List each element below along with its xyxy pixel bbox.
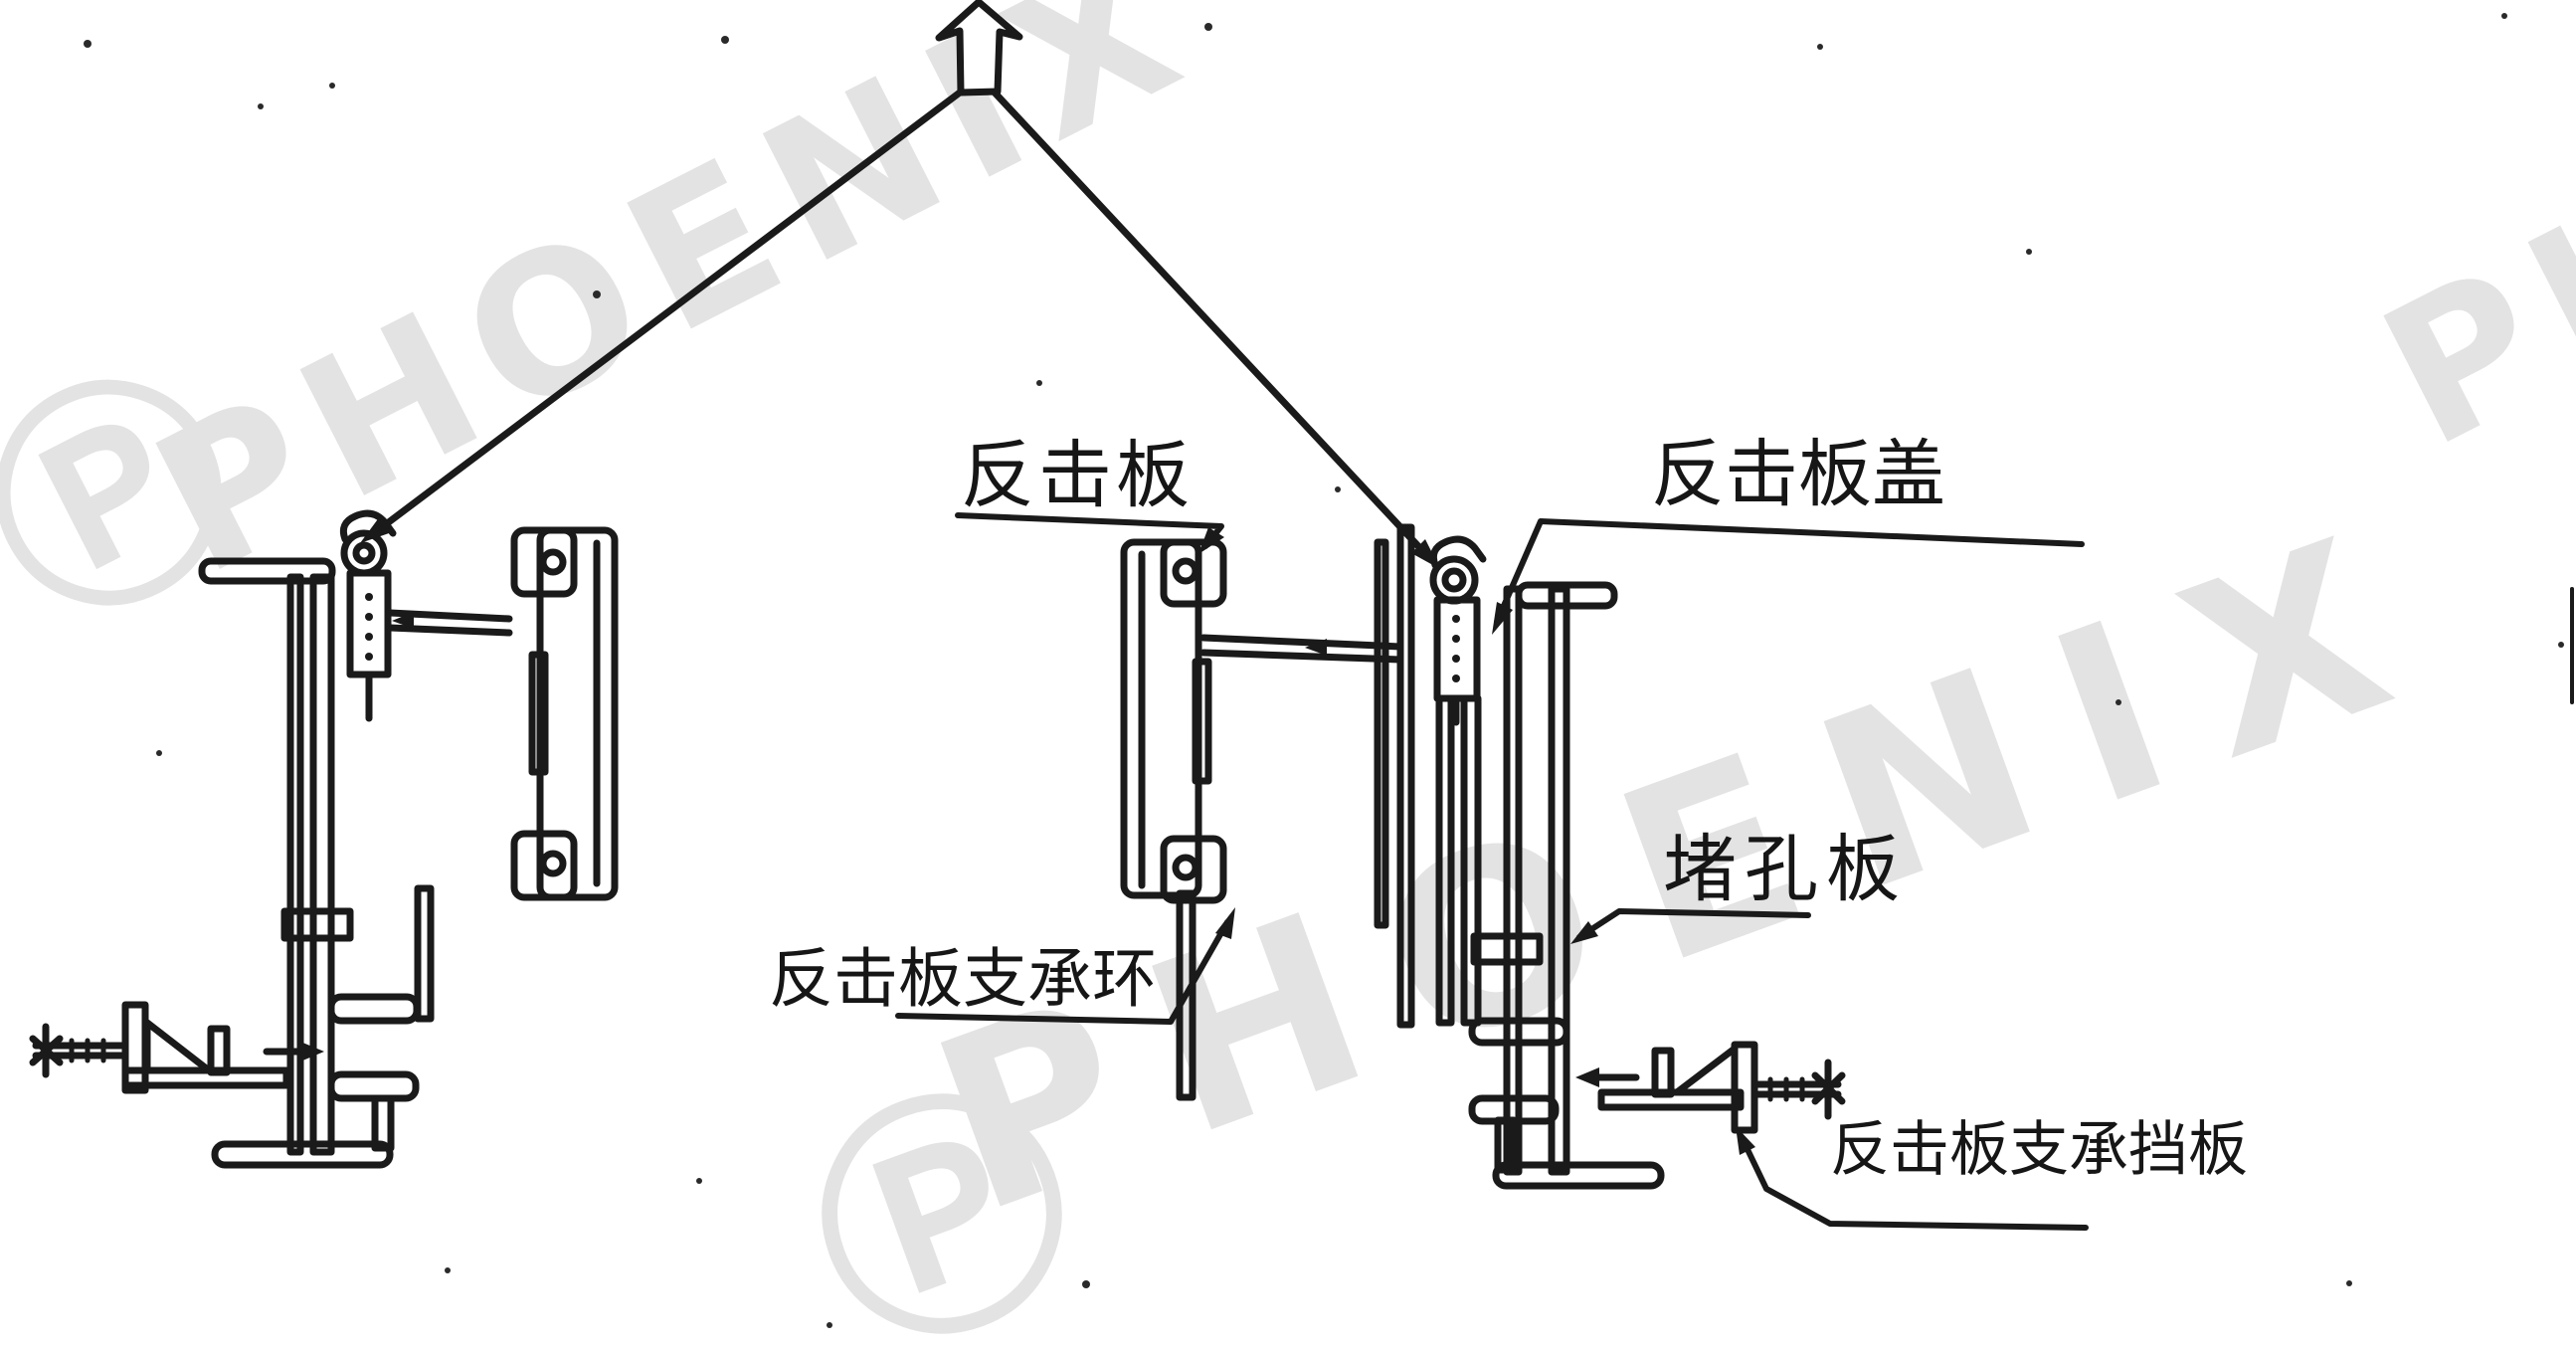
left-stud-arrowhead [300, 1042, 324, 1062]
right-upper-tab [1468, 1017, 1570, 1047]
left-stud-post [207, 1025, 231, 1076]
right-stud-flange [1731, 1041, 1758, 1134]
left-assembly [29, 509, 619, 1169]
right-stud-cross [1811, 1059, 1846, 1120]
right-cover-plate-front [1374, 538, 1389, 929]
right-impact-plate-bottom-tab [1160, 835, 1227, 904]
right-corner-bracket [1494, 1116, 1518, 1174]
left-stud-assembly [29, 1001, 324, 1094]
left-impact-plate-bottom-hook [539, 850, 567, 877]
leader-impact-plate-cover [1494, 518, 2085, 625]
left-impact-plate-bottom-tab [510, 830, 578, 901]
right-eyebolt-hook [1429, 535, 1487, 569]
right-stud-threads [1767, 1076, 1805, 1102]
leader-support-ring [895, 919, 1230, 1025]
leader-support-baffle [1741, 1138, 2089, 1231]
left-hanger-rod [414, 884, 435, 1023]
sling-line-right [991, 89, 1422, 550]
lift-up-arrow-icon [935, 0, 1023, 96]
right-stud-arrowhead [1575, 1067, 1599, 1087]
left-foot-bar [211, 1140, 394, 1169]
scan-specks [84, 13, 2507, 1328]
left-tie-rod-arrowhead [392, 612, 414, 629]
label-hole-blocking-plate: 堵孔板 [1663, 827, 1908, 912]
right-edge-speck [2558, 642, 2564, 648]
right-hanger-bar-a [1435, 694, 1455, 1027]
right-hanger-bar-b [1460, 694, 1482, 1027]
left-impact-plate-top-hook [539, 548, 567, 576]
left-impact-plate-top-tab [510, 526, 578, 598]
phoenix-watermark-text-partial: PHOENIX [2350, 0, 2576, 490]
right-impact-plate-top-hook [1172, 557, 1199, 585]
right-foot-bar [1492, 1161, 1665, 1190]
right-stud-assembly [1575, 1041, 1846, 1134]
leader-impact-plate-cover-arrowhead [1492, 602, 1513, 635]
left-stud-cross [29, 1023, 64, 1078]
left-stud-threads [69, 1038, 106, 1063]
right-cover-plate [1396, 523, 1415, 1029]
left-back-plate-inner [309, 573, 335, 1156]
right-stud-gusset [1673, 1045, 1739, 1096]
left-impact-plate-mid-edge [528, 651, 549, 776]
sling-line-left-arrowhead [360, 516, 392, 543]
right-shackle-holes [1452, 615, 1460, 682]
label-impact-plate: 反击板 [961, 433, 1194, 518]
right-eyebolt-ring [1429, 555, 1479, 605]
label-layer: 反击板 反击板盖 堵孔板 反击板支承环 反击板支承挡板 [769, 432, 2248, 1185]
right-impact-plate-bottom-hook [1172, 854, 1199, 881]
left-upper-tab [327, 993, 421, 1025]
lifting-arrow-group [360, 0, 1440, 569]
left-stud-gusset [143, 1019, 213, 1074]
right-collar-block [1470, 932, 1544, 966]
left-eyebolt-hole [352, 541, 376, 565]
sling-line-left [382, 89, 964, 528]
label-support-baffle: 反击板支承挡板 [1830, 1115, 2248, 1185]
right-tie-rod-arrowhead [1305, 639, 1327, 656]
left-impact-plate-body [536, 526, 619, 901]
right-shackle-strap [1433, 596, 1481, 702]
left-shackle-holes [365, 593, 373, 661]
right-back-plate-outer [1548, 585, 1570, 1176]
leader-hole-blocking-plate-arrowhead [1570, 921, 1598, 944]
leader-lines [895, 512, 2089, 1231]
right-stud-post [1651, 1047, 1675, 1098]
label-support-ring: 反击板支承环 [769, 942, 1157, 1017]
label-impact-plate-cover: 反击板盖 [1651, 432, 1945, 517]
right-impact-plate-mid-edge [1192, 658, 1212, 785]
left-top-rail [198, 557, 336, 585]
right-stud-base-bar [1597, 1088, 1745, 1111]
leader-support-baffle-arrowhead [1736, 1126, 1755, 1155]
right-impact-plate-top-tab [1160, 538, 1227, 608]
left-lower-tab [327, 1070, 420, 1102]
leader-impact-plate-arrowhead [1198, 527, 1224, 554]
drawing-layer [29, 0, 2574, 1328]
sling-line-right-arrowhead [1411, 539, 1440, 569]
leader-support-ring-arrowhead [1215, 907, 1235, 939]
right-eyebolt-hole [1441, 567, 1467, 593]
right-assembly [1120, 523, 1846, 1190]
left-collar-block [280, 907, 354, 942]
left-back-plate-outer [286, 573, 304, 1156]
right-tie-rod [1199, 634, 1404, 664]
left-stud-base-bar [121, 1066, 290, 1089]
